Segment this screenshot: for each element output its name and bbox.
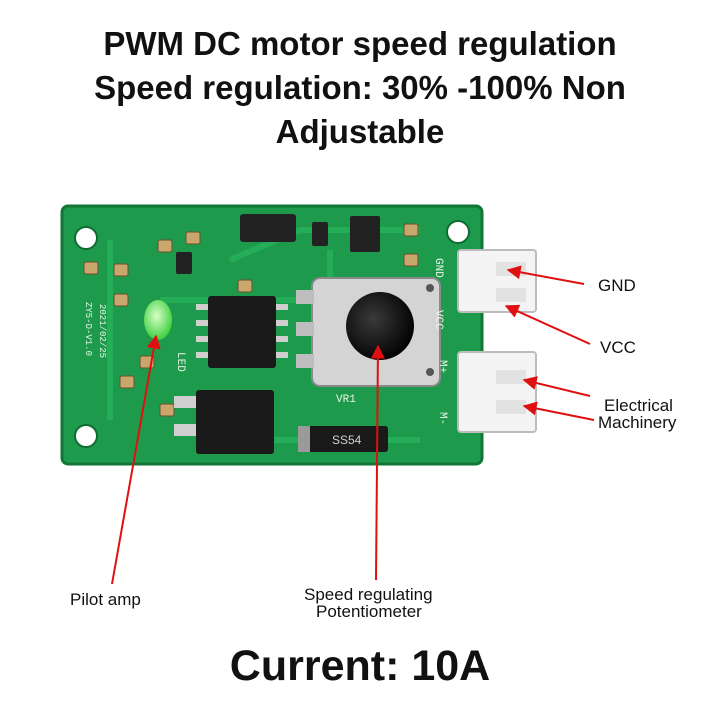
- diode-marking: SS54: [332, 433, 362, 447]
- title-line-2: Speed regulation: 30% -100% Non: [94, 69, 626, 106]
- mounting-hole-icon: [74, 424, 98, 448]
- led-icon: [144, 300, 172, 340]
- silk-vr: VR1: [336, 394, 356, 406]
- ic-chip: [196, 296, 288, 368]
- arrow-gnd: [506, 265, 585, 285]
- label-motor-line-1: Electrical: [604, 396, 673, 415]
- smd-components: [83, 223, 419, 417]
- label-gnd: GND: [598, 276, 636, 295]
- silk-led: LED: [174, 352, 186, 372]
- silk-m-plus: M+: [436, 360, 448, 373]
- label-motor-line-2: Machinery: [598, 413, 677, 432]
- arrow-motor-1: [522, 376, 591, 397]
- annotation-arrows: [111, 265, 595, 585]
- arrow-vcc: [504, 304, 591, 345]
- connector-motor: [457, 351, 537, 433]
- knob-icon: [346, 292, 414, 360]
- mosfet: [174, 390, 274, 454]
- silk-version: ZY5-D-V1.0: [83, 302, 93, 356]
- title-line-1: PWM DC motor speed regulation: [103, 25, 617, 62]
- silk-vcc: VCC: [432, 310, 444, 330]
- silk-gnd: GND: [432, 258, 444, 278]
- current-rating: Current: 10A: [229, 642, 491, 690]
- title-line-3: Adjustable: [275, 113, 445, 150]
- smd-caps-dark: [176, 214, 380, 274]
- arrow-motor-2: [522, 401, 595, 421]
- arrow-potentiometer: [370, 344, 385, 581]
- silk-m-minus: M-: [436, 412, 448, 425]
- label-pot-line-1: Speed regulating: [304, 585, 433, 604]
- label-pilot: Pilot amp: [70, 590, 141, 609]
- label-vcc: VCC: [600, 338, 636, 357]
- diode-ss54: SS54: [298, 426, 388, 452]
- arrow-pilot: [111, 334, 161, 585]
- mounting-hole-icon: [446, 220, 470, 244]
- potentiometer: [296, 277, 441, 387]
- connector-power: [457, 249, 537, 313]
- mounting-hole-icon: [74, 226, 98, 250]
- silk-date: 2021/02/25: [97, 304, 107, 358]
- label-pot-line-2: Potentiometer: [316, 602, 422, 621]
